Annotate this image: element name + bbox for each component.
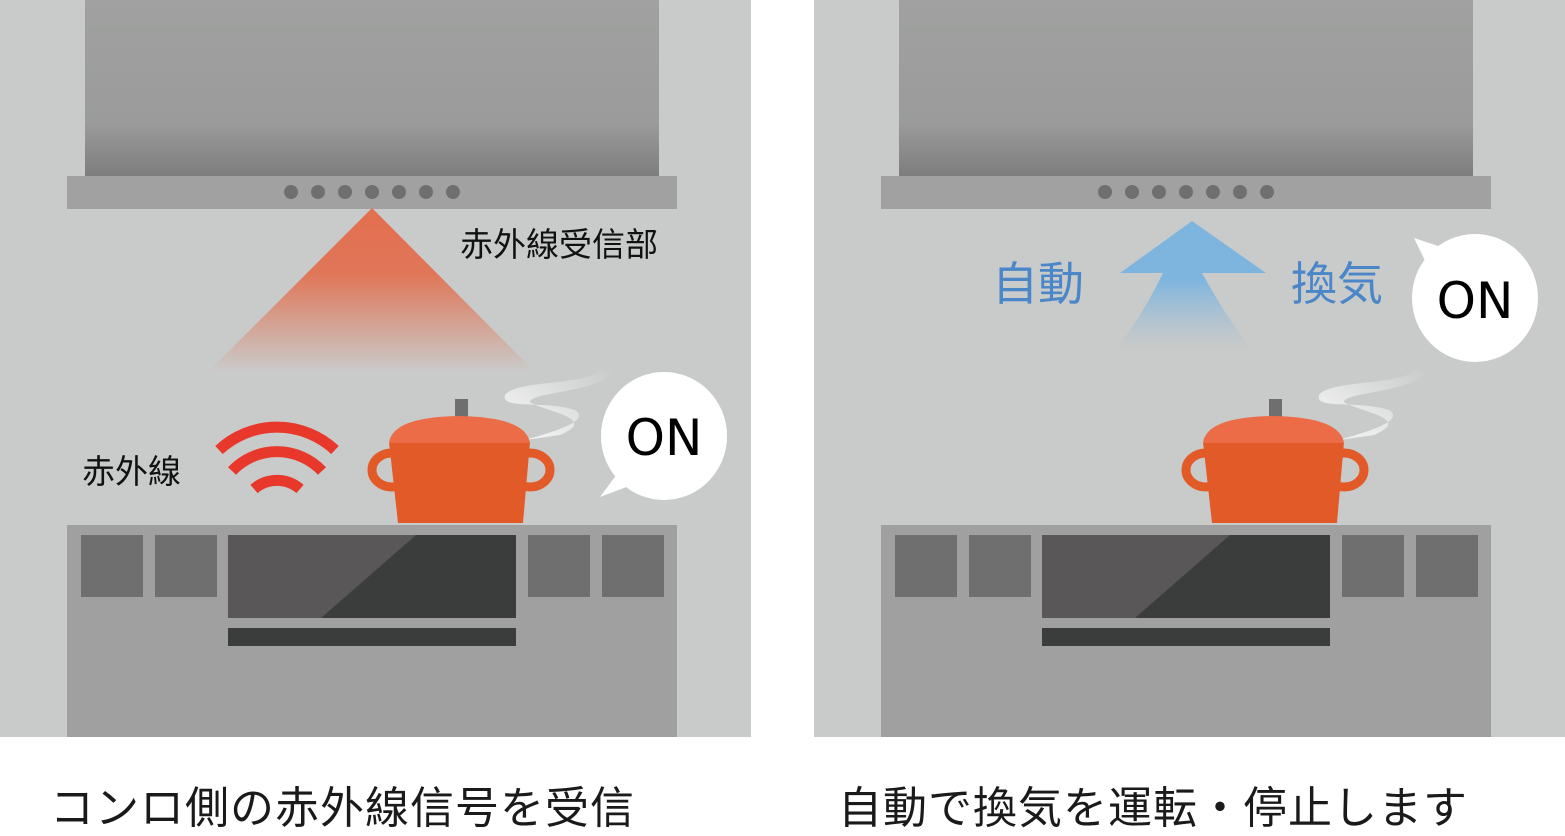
caption-left: コンロ側の赤外線信号を受信 [50, 783, 635, 834]
stove-knob [81, 535, 143, 597]
receiver-dot [419, 185, 433, 199]
on-bubble: ON [600, 372, 727, 500]
range-hood-body [899, 0, 1473, 176]
stove-knob [602, 535, 664, 597]
receiver-dot [311, 185, 325, 199]
receiver-dot [1125, 185, 1139, 199]
on-bubble-text: ON [1437, 272, 1514, 330]
stove-display-glare [228, 535, 416, 618]
stove-knob [1342, 535, 1404, 597]
panel-left [0, 0, 751, 737]
right-overlays: 自動 換気 ON [992, 221, 1538, 362]
stove-knob [1416, 535, 1478, 597]
pot-lid [389, 416, 530, 443]
receiver-dot [1260, 185, 1274, 199]
steam [504, 370, 612, 440]
infrared-receiver [1098, 185, 1274, 199]
receiver-dot [284, 185, 298, 199]
stove-grill-door [228, 628, 516, 646]
infrared-signal-icon [215, 421, 339, 494]
infrared-beam [208, 208, 535, 372]
infrared-receiver [284, 185, 460, 199]
pot-knob [455, 399, 468, 419]
infrared-label: 赤外線 [82, 452, 181, 491]
stove-knob [528, 535, 590, 597]
stove-grill-door [1042, 628, 1330, 646]
pot-body [389, 442, 530, 523]
receiver-dot [1179, 185, 1193, 199]
receiver-dot [446, 185, 460, 199]
receiver-dot [365, 185, 379, 199]
receiver-dot [338, 185, 352, 199]
receiver-label: 赤外線受信部 [460, 225, 658, 264]
stove-knob [895, 535, 957, 597]
on-bubble: ON [1412, 234, 1538, 362]
stove-display-glare [1042, 535, 1230, 618]
panel-right [814, 0, 1565, 737]
pot-knob [1269, 399, 1282, 419]
range-hood-body [85, 0, 659, 176]
left-overlays: 赤外線受信部 赤外線 ON [82, 208, 727, 500]
on-bubble-text: ON [626, 409, 703, 467]
airflow-arrow-icon [1115, 221, 1266, 350]
pot [367, 399, 555, 523]
steam [1318, 370, 1426, 440]
auto-label: 自動 [992, 257, 1084, 311]
receiver-dot [1098, 185, 1112, 199]
receiver-dot [392, 185, 406, 199]
receiver-dot [1206, 185, 1220, 199]
ventilation-label: 換気 [1291, 257, 1383, 311]
pot-lid [1203, 416, 1344, 443]
pot [1181, 399, 1369, 523]
caption-right: 自動で換気を運転・停止します [838, 783, 1468, 834]
receiver-dot [1233, 185, 1247, 199]
receiver-dot [1152, 185, 1166, 199]
pot-body [1203, 442, 1344, 523]
stove-knob [155, 535, 217, 597]
stove-knob [969, 535, 1031, 597]
